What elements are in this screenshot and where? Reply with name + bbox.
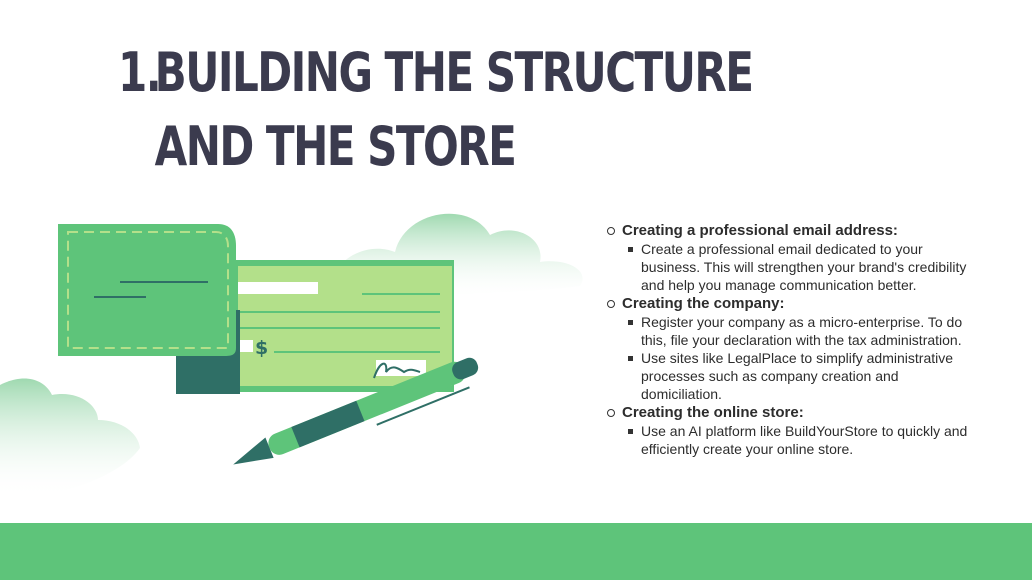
square-bullet-icon xyxy=(628,429,633,434)
list-item: Create a professional email dedicated to… xyxy=(641,241,967,293)
section-title: Creating the company: xyxy=(622,295,785,312)
circle-bullet-icon xyxy=(607,409,615,417)
section-company: Creating the company: Register your comp… xyxy=(606,294,986,403)
section-title: Creating the online store: xyxy=(622,404,804,421)
circle-bullet-icon xyxy=(607,227,615,235)
square-bullet-icon xyxy=(628,320,633,325)
pen-icon xyxy=(233,357,479,465)
section-title: Creating a professional email address: xyxy=(622,222,898,239)
title-number: 1. xyxy=(118,41,162,104)
square-bullet-icon xyxy=(628,356,633,361)
footer-bar xyxy=(0,523,1032,580)
title-line-2: AND THE STORE xyxy=(154,115,517,178)
currency-symbol: $ xyxy=(255,337,268,359)
list-item: Register your company as a micro-enterpr… xyxy=(641,314,963,348)
circle-bullet-icon xyxy=(607,300,615,308)
list-item: Use an AI platform like BuildYourStore t… xyxy=(641,423,968,457)
wallet-icon xyxy=(58,224,240,394)
square-bullet-icon xyxy=(628,247,633,252)
slide-title: 1.BUILDING THE STRUCTURE AND THE STORE xyxy=(118,36,754,184)
content-list: Creating a professional email address: C… xyxy=(606,221,986,458)
section-store: Creating the online store: Use an AI pla… xyxy=(606,403,986,458)
section-email: Creating a professional email address: C… xyxy=(606,221,986,294)
list-item: Use sites like LegalPlace to simplify ad… xyxy=(641,350,954,402)
title-line-1: BUILDING THE STRUCTURE xyxy=(154,41,754,104)
cloud-icon xyxy=(0,378,140,498)
check-icon: $ xyxy=(232,260,454,392)
finance-illustration: $ xyxy=(0,213,583,498)
